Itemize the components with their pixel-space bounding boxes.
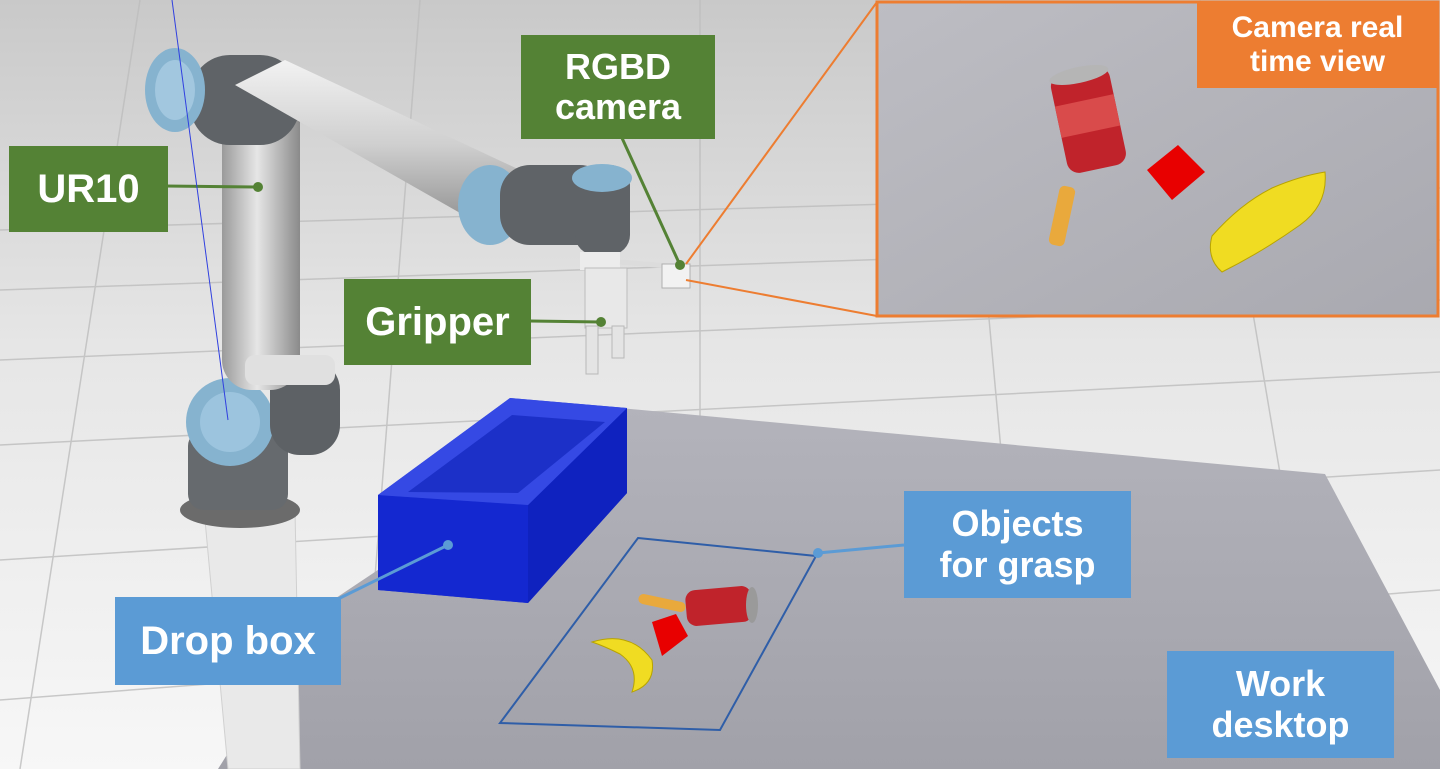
vertical-axis-line bbox=[171, 0, 229, 421]
objects-for-grasp-label: Objects for grasp bbox=[904, 491, 1131, 598]
camera-view-label-line2: time view bbox=[1249, 45, 1386, 78]
camera-view-objects bbox=[1048, 64, 1326, 273]
rgbd-camera-label-line1: RGBD bbox=[565, 45, 671, 87]
ur10-robot-arm bbox=[145, 48, 632, 528]
ur10-label-text: UR10 bbox=[37, 166, 140, 211]
gripper-label: Gripper bbox=[344, 279, 531, 365]
work-desktop-label: Work desktop bbox=[1167, 651, 1394, 758]
drop-box-label: Drop box bbox=[115, 597, 341, 685]
drop-box-label-text: Drop box bbox=[140, 618, 316, 663]
work-desktop-label-line1: Work bbox=[1235, 663, 1326, 705]
objects-region-outline bbox=[498, 536, 818, 732]
work-desktop-label-line2: desktop bbox=[1211, 703, 1350, 745]
gripper-label-text: Gripper bbox=[365, 299, 510, 344]
objects-label-line2: for grasp bbox=[939, 543, 1096, 585]
camera-view-label-line1: Camera real bbox=[1231, 11, 1404, 45]
rgbd-camera-label-line2: camera bbox=[554, 86, 682, 127]
gripper-model bbox=[580, 252, 669, 375]
drop-box-model bbox=[378, 398, 627, 603]
grasp-objects bbox=[590, 586, 758, 693]
ur10-label: UR10 bbox=[9, 146, 168, 232]
camera-view-label: Camera real time view bbox=[1197, 2, 1438, 88]
label-connectors bbox=[164, 1, 905, 600]
rgbd-camera-label: RGBD camera bbox=[521, 35, 715, 139]
objects-label-line1: Objects bbox=[951, 503, 1084, 545]
